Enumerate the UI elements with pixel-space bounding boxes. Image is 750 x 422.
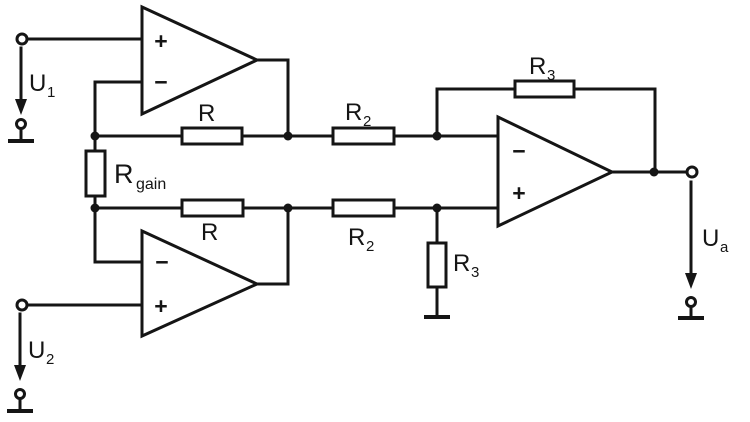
resistor-body	[180, 126, 244, 146]
resistor-r3-feedback: R 3	[513, 53, 576, 99]
junction-dot	[649, 167, 659, 177]
resistor-r3-ground: R 3	[424, 241, 479, 319]
opamp1-plus-sign: +	[154, 28, 167, 54]
junction-dots	[90, 131, 659, 213]
resistor-label-sub: 3	[547, 67, 555, 84]
ua-terminal-icon	[685, 165, 699, 179]
resistor-r2-top: R 2	[331, 99, 396, 146]
junction-dot	[432, 131, 442, 141]
u1-voltage-arrowhead-icon	[15, 99, 27, 115]
wire-opamp1-minus-feedback	[93, 80, 144, 138]
u2-ground-terminal-icon	[14, 388, 26, 400]
u2-label: U	[28, 337, 45, 364]
junction-dot	[90, 131, 100, 141]
junction-dot	[432, 203, 442, 213]
resistor-r-gain: R gain	[84, 149, 166, 198]
resistor-label: R	[529, 53, 546, 80]
u1-terminal-icon	[15, 32, 29, 46]
junction-dot	[283, 203, 293, 213]
resistor-label: R	[348, 224, 365, 251]
wire-opamp1-output	[255, 58, 290, 138]
u2-label-sub: 2	[46, 351, 54, 368]
opamp1-triangle	[140, 4, 261, 117]
input-u2: U 2	[7, 298, 54, 413]
opamp3-minus-sign: −	[512, 138, 525, 164]
ua-label-sub: a	[720, 239, 729, 256]
resistor-label: R	[201, 219, 218, 246]
resistor-label: R	[198, 100, 215, 127]
opamp3-plus-sign: +	[512, 180, 525, 206]
resistor-r-top: R	[180, 100, 244, 146]
opamp2-minus-sign: −	[155, 249, 168, 275]
ua-ground-terminal-icon	[685, 296, 697, 308]
u2-voltage-arrowhead-icon	[14, 365, 26, 381]
resistor-body	[513, 79, 576, 99]
resistor-label: R	[114, 159, 134, 189]
opamp3-triangle	[496, 114, 616, 229]
resistor-label-sub: 2	[363, 113, 371, 130]
wires	[25, 37, 689, 318]
opamp-2: − +	[140, 228, 261, 339]
opamp2-triangle	[140, 228, 261, 339]
u1-label: U	[29, 70, 46, 97]
wire-opamp2-output	[255, 206, 290, 286]
resistor-r-bottom: R	[180, 198, 245, 246]
u1-label-sub: 1	[47, 84, 55, 101]
resistor-body	[331, 126, 396, 146]
u1-ground-terminal-icon	[15, 118, 27, 130]
opamp-1: + −	[140, 4, 261, 117]
wire-opamp2-minus-feedback	[93, 206, 144, 264]
ua-label: U	[702, 225, 719, 252]
ua-voltage-arrowhead-icon	[685, 273, 697, 289]
u2-terminal-icon	[15, 298, 29, 312]
output-ua: U a	[678, 165, 729, 320]
opamp1-minus-sign: −	[154, 69, 167, 95]
junction-dot	[283, 131, 293, 141]
resistor-label-sub: 3	[471, 264, 479, 281]
opamp2-plus-sign: +	[154, 293, 167, 319]
resistor-label-sub: 2	[366, 238, 374, 255]
resistor-body	[426, 241, 448, 289]
opamp-3: − +	[496, 114, 616, 229]
junction-dot	[90, 203, 100, 213]
resistor-label-sub: gain	[136, 176, 166, 193]
resistor-label: R	[345, 99, 362, 126]
resistor-body	[331, 198, 396, 218]
resistor-r2-bottom: R 2	[331, 198, 396, 255]
input-u1: U 1	[8, 32, 55, 143]
resistor-body	[180, 198, 245, 218]
resistor-body	[84, 149, 107, 198]
resistor-label: R	[453, 250, 470, 277]
